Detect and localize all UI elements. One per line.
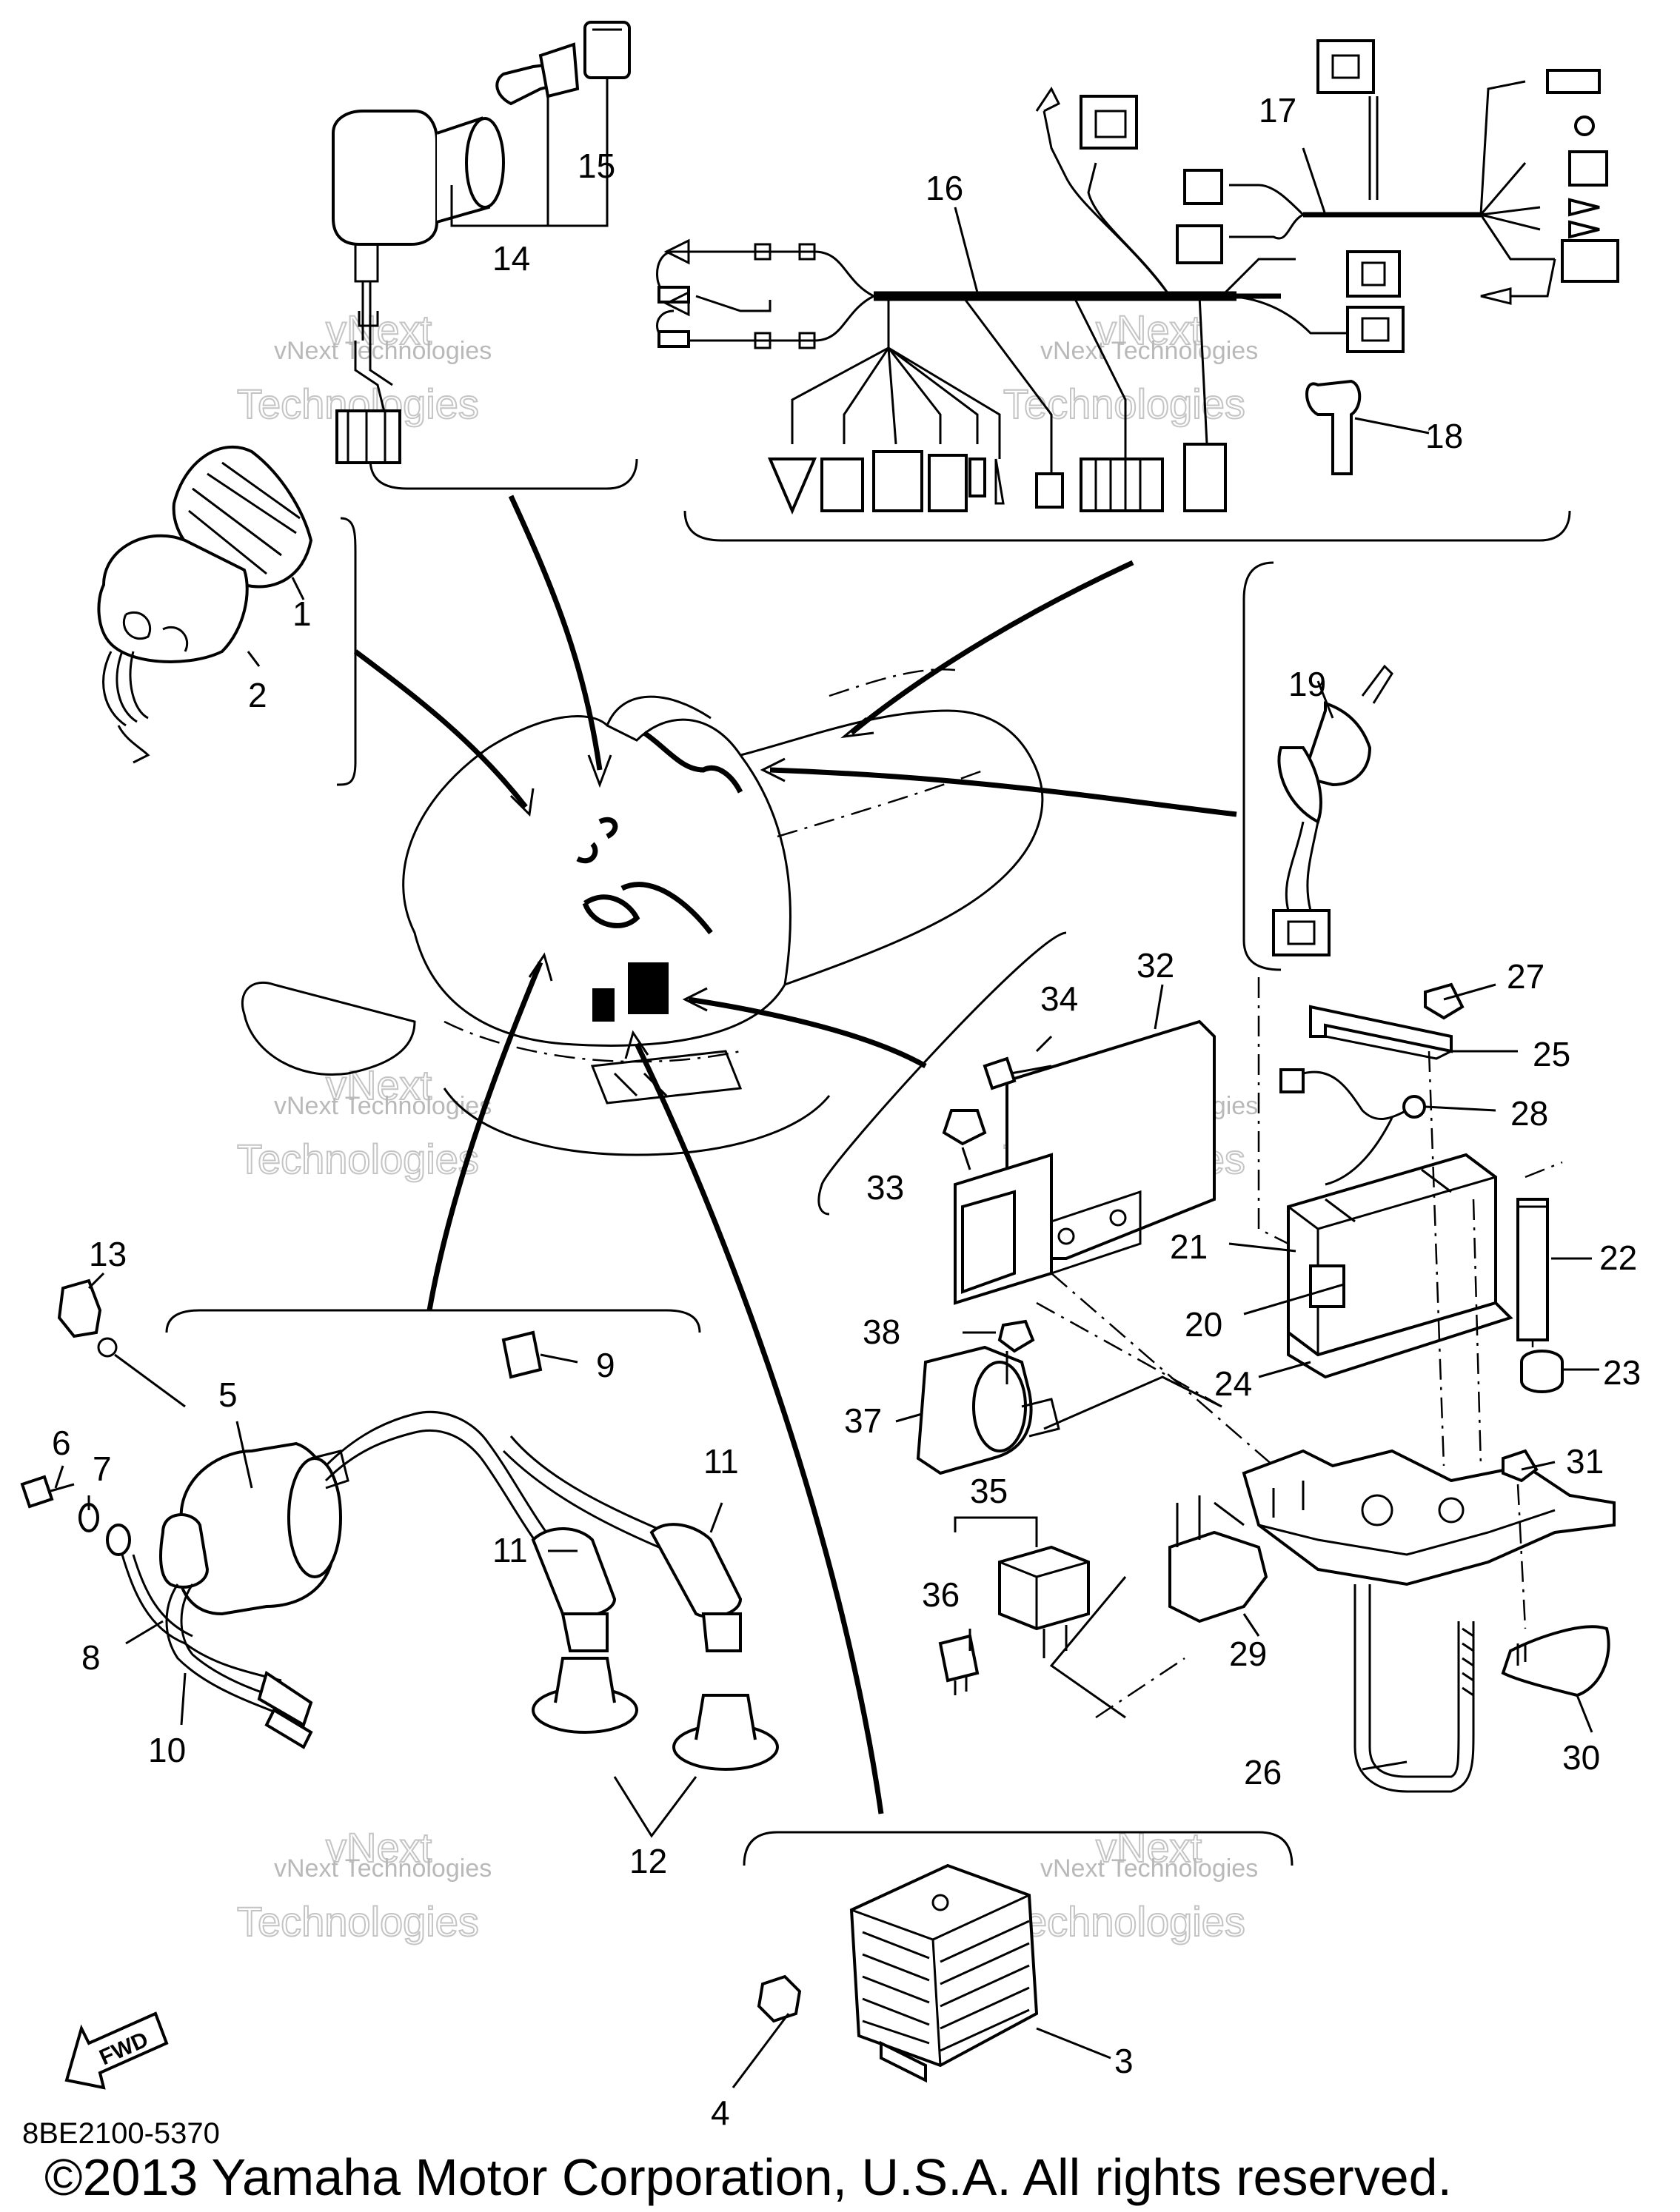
svg-text:vNext Technologies: vNext Technologies — [274, 1092, 492, 1120]
box-on-body — [628, 962, 669, 1014]
svg-text:Technologies: Technologies — [237, 1898, 479, 1945]
callout-13: 13 — [89, 1235, 127, 1273]
group-brackets — [165, 458, 1571, 1866]
mounting-base — [1168, 1449, 1616, 1793]
svg-text:vNext: vNext — [326, 1824, 432, 1871]
forward-arrow: FWD — [64, 2011, 169, 2090]
part-number: 8BE2100-5370 — [22, 2117, 220, 2150]
leader-lines — [54, 147, 1599, 2088]
callout-27: 27 — [1507, 957, 1545, 996]
callout-34: 34 — [1040, 979, 1078, 1018]
callout-14: 14 — [492, 239, 530, 278]
callout-1: 1 — [292, 594, 312, 633]
ignition-coil — [20, 1278, 779, 1771]
copyright: ©2013 Yamaha Motor Corporation, U.S.A. A… — [44, 2148, 1452, 2206]
handlebar-switch — [97, 445, 313, 764]
callout-31: 31 — [1566, 1442, 1604, 1481]
callout-33: 33 — [866, 1168, 904, 1207]
callout-4: 4 — [711, 2094, 730, 2132]
watermark: vNext vNext Technologies Technologies — [1003, 306, 1258, 428]
callout-10: 10 — [148, 1731, 186, 1769]
callout-24: 24 — [1214, 1364, 1252, 1403]
callout-22: 22 — [1599, 1239, 1637, 1277]
watermark: vNext vNext Technologies Technologies — [1003, 1823, 1258, 1945]
main-switch-assembly — [332, 21, 631, 464]
callout-35: 35 — [970, 1472, 1008, 1510]
voltage-regulator — [757, 1863, 1039, 2083]
svg-text:Technologies: Technologies — [1003, 1898, 1245, 1945]
cdi-assembly — [942, 977, 1564, 1467]
callout-11b: 11 — [703, 1442, 739, 1481]
callout-37: 37 — [844, 1401, 882, 1440]
svg-text:Technologies: Technologies — [1003, 381, 1245, 427]
starter-relay — [916, 1319, 1222, 1475]
locator-arrows — [353, 495, 1237, 1814]
callout-12: 12 — [629, 1842, 667, 1880]
callout-38: 38 — [863, 1313, 900, 1351]
svg-text:vNext Technologies: vNext Technologies — [1040, 1854, 1258, 1883]
callout-3: 3 — [1114, 2042, 1134, 2080]
callout-2: 2 — [248, 676, 267, 714]
callout-32: 32 — [1137, 946, 1174, 985]
svg-text:vNext Technologies: vNext Technologies — [274, 337, 492, 365]
callout-29: 29 — [1229, 1635, 1267, 1673]
svg-text:vNext Technologies: vNext Technologies — [274, 1854, 492, 1883]
watermarks: vNext vNext Technologies Technologies vN… — [236, 306, 1258, 1945]
callout-18: 18 — [1425, 417, 1463, 455]
callout-5: 5 — [218, 1375, 238, 1414]
callout-21: 21 — [1170, 1227, 1208, 1266]
callout-11a: 11 — [492, 1531, 528, 1569]
svg-text:vNext: vNext — [326, 306, 432, 353]
callout-8: 8 — [81, 1638, 101, 1677]
svg-text:Technologies: Technologies — [237, 1136, 479, 1182]
callout-23: 23 — [1603, 1353, 1641, 1392]
callout-15: 15 — [578, 147, 615, 185]
callout-30: 30 — [1562, 1738, 1600, 1777]
callout-9: 9 — [596, 1346, 615, 1384]
watermark: vNext vNext Technologies Technologies — [236, 1823, 492, 1945]
callout-36: 36 — [922, 1575, 960, 1614]
wire-harness — [656, 39, 1619, 515]
callout-6: 6 — [52, 1424, 71, 1462]
callout-26: 26 — [1244, 1753, 1282, 1792]
callout-16: 16 — [926, 169, 963, 207]
callout-20: 20 — [1185, 1305, 1222, 1344]
svg-text:vNext: vNext — [326, 1062, 432, 1108]
callout-labels: 1 2 3 4 5 6 7 8 9 10 11 11 12 13 14 15 1… — [52, 91, 1641, 2132]
callout-7: 7 — [93, 1449, 112, 1488]
emergency-switch — [1272, 664, 1393, 956]
callout-19: 19 — [1288, 665, 1326, 703]
callout-25: 25 — [1533, 1035, 1570, 1073]
svg-text:vNext: vNext — [1096, 306, 1202, 353]
relay-fuse — [938, 1516, 1185, 1719]
callout-28: 28 — [1510, 1094, 1548, 1133]
watermark: vNext vNext Technologies Technologies — [236, 1061, 492, 1183]
svg-text:vNext Technologies: vNext Technologies — [1040, 337, 1258, 365]
watermark: vNext vNext Technologies Technologies — [236, 306, 492, 428]
callout-17: 17 — [1259, 91, 1296, 130]
